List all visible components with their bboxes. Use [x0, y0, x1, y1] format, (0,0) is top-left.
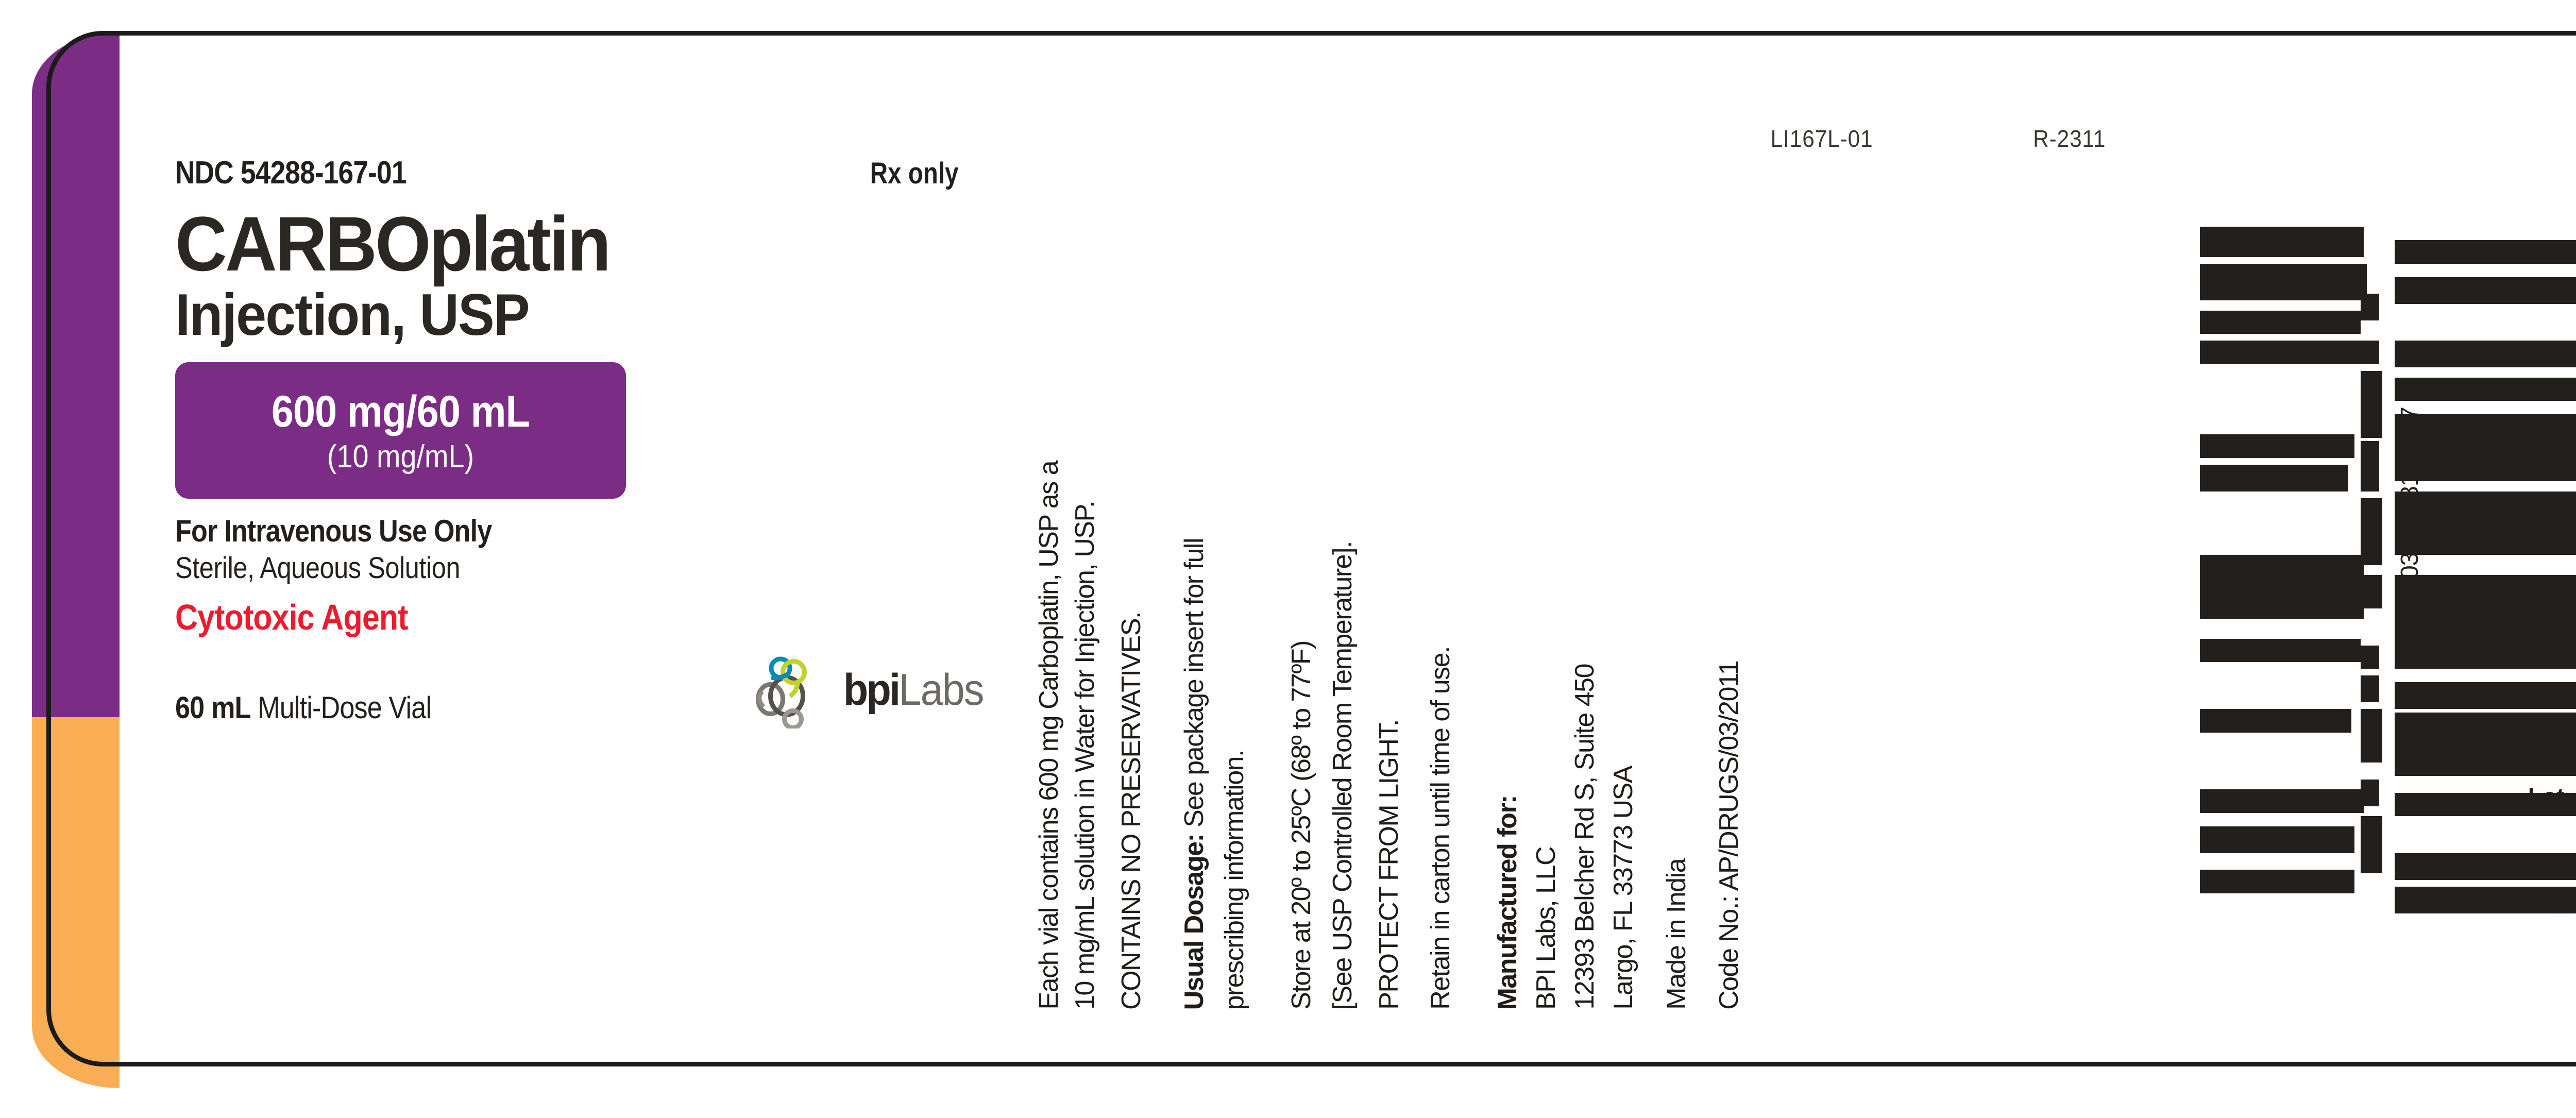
- info-line-usual-dosage: Usual Dosage: See package insert for ful…: [1179, 538, 1209, 1010]
- info-line-usp-room-temp: [See USP Controlled Room Temperature].: [1328, 541, 1358, 1010]
- product-name-line2: Injection, USP: [175, 282, 530, 348]
- barcode-bar: [2361, 709, 2382, 763]
- info-line-company: BPI Labs, LLC: [1531, 847, 1561, 1010]
- info-line-preservatives: CONTAINS NO PRESERVATIVES.: [1116, 612, 1146, 1010]
- strength-badge: 600 mg/60 mL (10 mg/mL): [175, 362, 626, 499]
- barcode-bar: [2200, 434, 2354, 458]
- lot-field-label: Lot:: [2528, 783, 2572, 812]
- artwork-code: LI167L-01: [1770, 125, 1873, 152]
- ndc-product-code: 167: [323, 155, 368, 191]
- bpi-labs-wordmark: bpiLabs: [843, 665, 984, 715]
- exp-field-label: Exp.:: [2529, 884, 2576, 913]
- info-line-manufactured-for: Manufactured for:: [1493, 795, 1522, 1010]
- barcode-bar: [2361, 370, 2382, 438]
- gs1-databar-barcode: [2200, 227, 2576, 917]
- ndc-number: NDC 54288-167-01: [175, 155, 406, 191]
- lot-exp-panel: 1311001489-01 Lot: Exp.: Un Varnish Area…: [2509, 685, 2576, 1036]
- barcode-bar: [2395, 240, 2576, 264]
- ndc-row: NDC 54288-167-01 Rx only: [175, 155, 958, 191]
- barcode-bar: [2200, 310, 2361, 334]
- info-line-origin: Made in India: [1662, 859, 1691, 1010]
- solution-description: Sterile, Aqueous Solution: [175, 551, 460, 585]
- barcode-bar: [2395, 414, 2576, 481]
- info-line-street: 12393 Belcher Rd S, Suite 450: [1570, 664, 1600, 1010]
- barcode-bar: [2200, 341, 2379, 364]
- vial-volume: 60 mL Multi-Dose Vial: [175, 690, 432, 725]
- barcode-bar: [2395, 277, 2576, 304]
- barcode-bar: [2395, 712, 2576, 776]
- ndc-prefix: NDC 54288-: [175, 155, 324, 191]
- barcode-bar: [2200, 638, 2361, 662]
- info-line-storage-temp: Store at 20º to 25ºC (68º to 77ºF): [1286, 641, 1316, 1010]
- barcode-bar: [2200, 789, 2364, 813]
- ndc-package-code: -01: [368, 155, 406, 191]
- strength-total: 600 mg/60 mL: [271, 386, 530, 436]
- rx-only-marking: Rx only: [870, 157, 958, 190]
- barcode-bar: [2200, 263, 2367, 300]
- volume-and-logo-row: 60 mL Multi-Dose Vial bpiLabs: [175, 651, 989, 729]
- barcode-bar: [2200, 709, 2351, 733]
- label-border-outline: [46, 31, 2576, 1066]
- barcode-bar: [2200, 870, 2354, 893]
- barcode-bar: [2200, 555, 2364, 619]
- vial-volume-type: Multi-Dose Vial: [250, 690, 432, 725]
- barcode-bar: [2200, 826, 2354, 853]
- barcode-bar: [2395, 853, 2576, 880]
- manufactured-for-label: Manufactured for:: [1493, 795, 1522, 1010]
- barcode-bar: [2395, 792, 2576, 816]
- bpi-emblem-icon: [755, 656, 807, 729]
- barcode-bar: [2395, 645, 2576, 669]
- barcode-bar: [2395, 682, 2576, 709]
- info-line-retain-carton: Retain in carton until time of use.: [1426, 647, 1455, 1010]
- barcode-bar: [2395, 886, 2576, 913]
- barcode-bar: [2395, 575, 2576, 646]
- front-panel: NDC 54288-167-01 Rx only CARBOplatin Inj…: [175, 155, 1010, 729]
- barcode-bar: [2361, 779, 2379, 806]
- barcode-bar: [2361, 816, 2382, 873]
- bpi-wordmark-labs: Labs: [898, 665, 984, 715]
- vial-volume-value: 60 mL: [175, 690, 251, 725]
- barcode-bar: [2361, 441, 2379, 465]
- route-of-administration: For Intravenous Use Only: [175, 514, 492, 549]
- info-line-city: Largo, FL 33773 USA: [1608, 766, 1638, 1010]
- usual-dosage-text: See package insert for full: [1179, 538, 1209, 834]
- barcode-bar: [2395, 341, 2576, 367]
- barcode-bar: [2361, 294, 2379, 320]
- info-line-contents-2: 10 mg/mL solution in Water for Injection…: [1070, 501, 1100, 1010]
- usual-dosage-label: Usual Dosage:: [1179, 834, 1209, 1010]
- barcode-bar: [2395, 377, 2576, 401]
- barcode-bar: [2361, 464, 2379, 492]
- revision-code: R-2311: [2033, 125, 2106, 152]
- product-name-line1: CARBOplatin: [175, 200, 611, 287]
- barcode-bar: [2200, 464, 2348, 492]
- barcode-bar: [2361, 645, 2379, 669]
- info-line-protect-light: PROTECT FROM LIGHT.: [1374, 720, 1404, 1010]
- barcode-bar: [2361, 498, 2382, 565]
- barcode-bar: [2395, 491, 2576, 555]
- drug-facts-panel: Each vial contains 600 mg Carboplatin, U…: [1034, 93, 2169, 1010]
- barcode-bar: [2361, 575, 2382, 608]
- info-line-contents-1: Each vial contains 600 mg Carboplatin, U…: [1034, 461, 1064, 1010]
- info-line-code-no: Code No.: AP/DRUGS/03/2011: [1714, 661, 1744, 1010]
- barcode-bar: [2200, 227, 2364, 257]
- info-line-prescribing: prescribing information.: [1219, 750, 1249, 1010]
- bpi-labs-logo: bpiLabs: [753, 651, 989, 729]
- bpi-wordmark-bpi: bpi: [843, 665, 900, 715]
- barcode-bar: [2361, 675, 2379, 702]
- cytotoxic-warning: Cytotoxic Agent: [175, 597, 408, 638]
- strength-concentration: (10 mg/mL): [327, 438, 474, 475]
- gs1-barcode-number: (01) 00354288167017: [2396, 407, 2424, 641]
